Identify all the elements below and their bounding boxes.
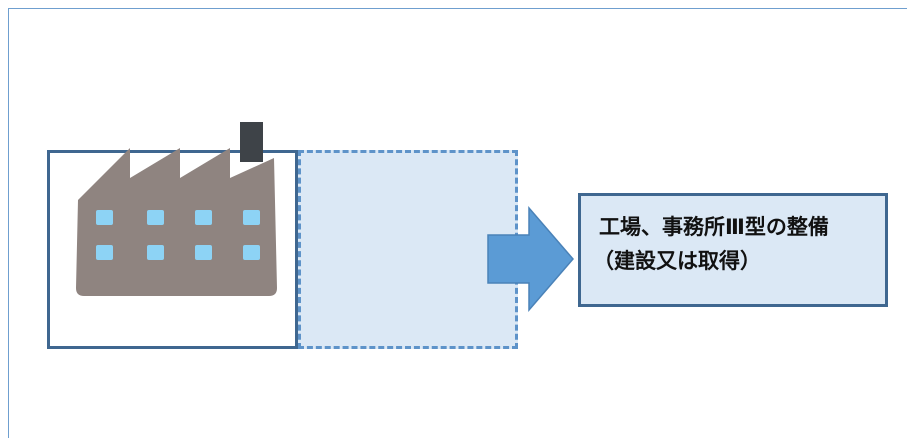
- result-label-box: 工場、事務所Ⅲ型の整備 （建設又は取得）: [578, 193, 888, 307]
- factory-icon: [76, 122, 277, 296]
- right-arrow-icon: [487, 206, 574, 312]
- dashed-extension-box: [298, 150, 518, 349]
- diagram-frame: [8, 8, 907, 438]
- result-label-line2: （建設又は取得）: [593, 249, 761, 273]
- result-label-line1: 工場、事務所Ⅲ型の整備: [599, 215, 829, 239]
